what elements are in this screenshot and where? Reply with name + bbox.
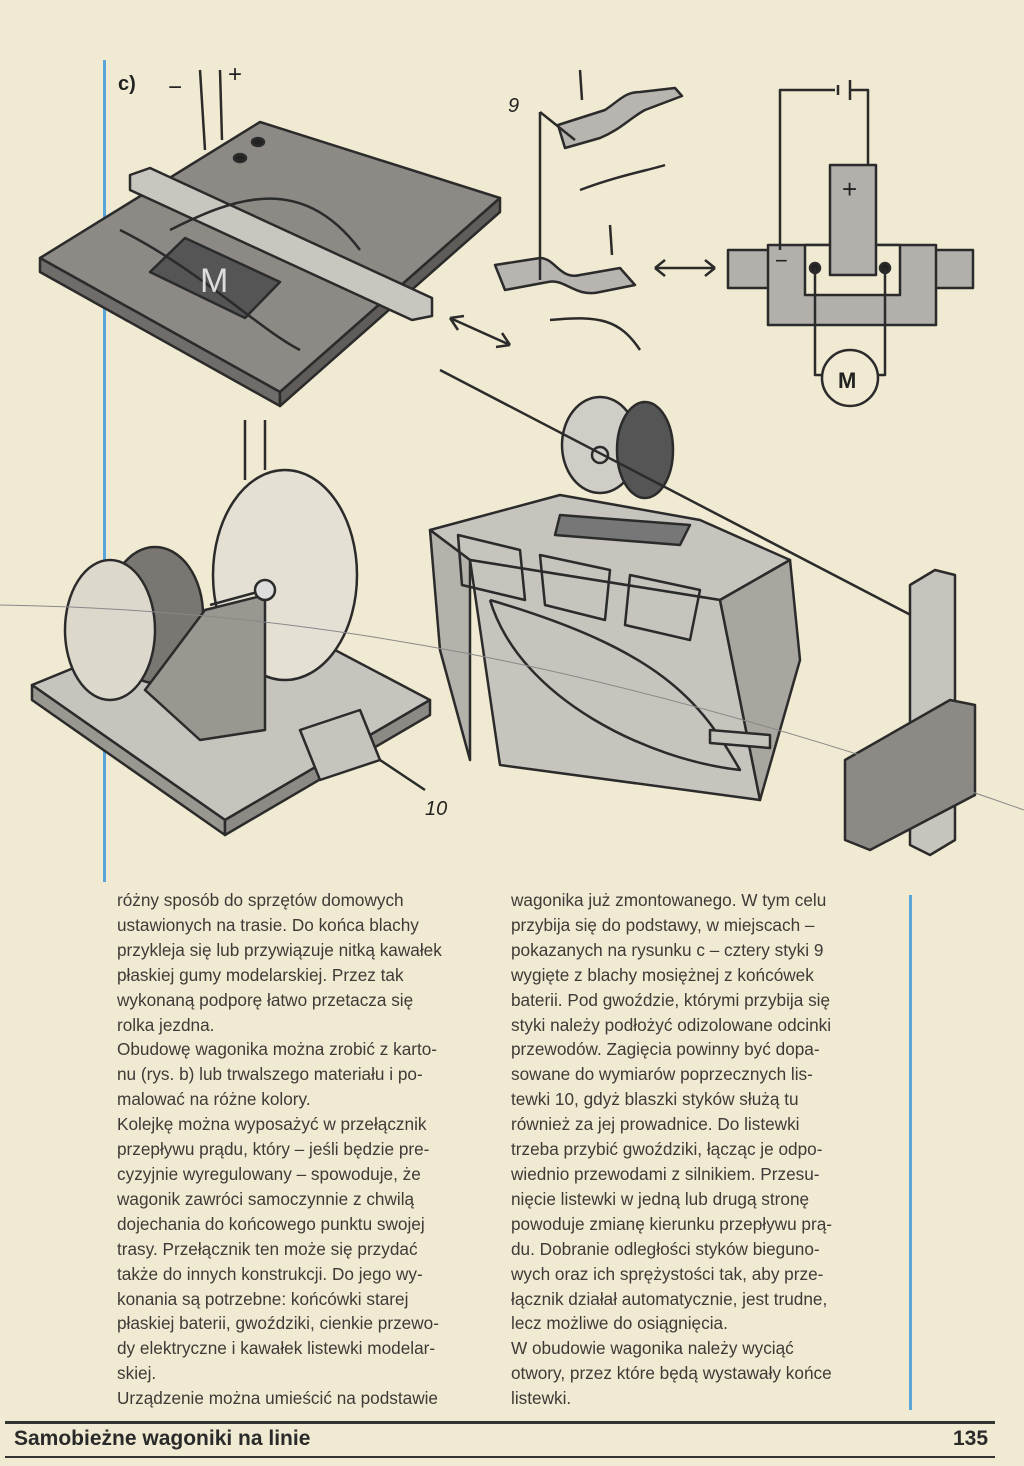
text-line: płaskiej baterii, gwoździki, cienkie prz… <box>117 1313 439 1334</box>
motor-box-label: M <box>200 262 228 300</box>
text-line: różny sposób do sprzętów domowych <box>117 890 404 910</box>
text-line: również za jej prowadnice. Do listewki <box>511 1114 800 1135</box>
text-line: listewki. <box>511 1388 572 1409</box>
margin-rule-bottom <box>909 895 912 1410</box>
text-line: styki należy podłożyć odizolowane odcink… <box>511 1014 832 1035</box>
text-line: powoduje zmianę kierunku przepływu prą- <box>511 1213 832 1234</box>
text-line: dojechania do końcowego punktu swojej <box>117 1213 425 1234</box>
battery-plus-label: + <box>842 174 857 204</box>
right-text-column: wagonika już zmontowanego. W tym celu pr… <box>511 888 832 1411</box>
switch-illustration: c) − + 9 10 M M + − <box>0 61 1024 857</box>
text-line: lecz możliwe do osiągnięcia. <box>511 1313 728 1334</box>
motor-base-drawing <box>0 420 1024 837</box>
text-line: ustawionych na trasie. Do końca blachy <box>117 914 419 935</box>
page-number: 135 <box>953 1427 989 1450</box>
text-line: przykleja się lub przywiązuje nitką kawa… <box>117 939 442 960</box>
text-line: wagonik zawróci samoczynnie z chwilą <box>117 1188 415 1209</box>
text-line: przepływu prądu, który – jeśli będzie pr… <box>117 1139 430 1160</box>
text-line: otwory, przez które będą wystawały końce <box>511 1363 832 1384</box>
text-line: trasy. Przełącznik ten może się przydać <box>117 1238 418 1259</box>
text-line: płaskiej gumy modelarskiej. Przez tak <box>117 964 404 985</box>
text-line: wygięte z blachy mosiężnej z końcówek <box>511 964 814 985</box>
double-arrow-right <box>654 259 716 277</box>
text-line: W obudowie wagonika należy wyciąć <box>511 1338 794 1359</box>
text-line: konania są potrzebne: końcówki starej <box>117 1288 409 1309</box>
wagon-drawing <box>428 368 977 857</box>
callout-10: 10 <box>425 798 447 820</box>
text-line: wych oraz ich sprężystości tak, aby prze… <box>511 1263 824 1284</box>
text-line: sowane do wymiarów poprzecznych lis- <box>511 1064 813 1085</box>
text-line: baterii. Pod gwoździe, którymi przybija … <box>511 989 831 1010</box>
text-line: wykonaną podporę łatwo przetacza się <box>117 989 414 1010</box>
text-line: także do innych konstrukcji. Do jego wy- <box>117 1263 423 1284</box>
text-line: nięcie listewki w jedną lub drugą stronę <box>511 1188 810 1209</box>
text-line: przewodów. Zagięcia powinny być dopa- <box>511 1039 820 1060</box>
contact-pieces-drawing <box>493 69 684 351</box>
minus-label: − <box>168 74 182 101</box>
text-line: cyzyjnie wyregulowany – spowoduje, że <box>117 1163 421 1184</box>
text-line: Kolejkę można wyposażyć w przełącznik <box>117 1114 427 1135</box>
text-line: nu (rys. b) lub trwalszego materiału i p… <box>117 1064 423 1085</box>
circuit-schematic <box>726 80 975 408</box>
footer-rule-top <box>5 1421 995 1424</box>
text-line: łącznik działał automatycznie, jest trud… <box>511 1288 828 1309</box>
switch-board-drawing <box>38 69 502 408</box>
text-line: dy elektryczne i kawałek listewki modela… <box>117 1338 436 1359</box>
panel-label-c: c) <box>118 73 136 95</box>
double-arrow-left <box>448 314 512 349</box>
text-line: rolka jezdna. <box>117 1014 215 1035</box>
left-text-column: różny sposób do sprzętów domowych ustawi… <box>117 888 442 1411</box>
footer-rule-bottom <box>5 1456 995 1458</box>
text-line: malować na różne kolory. <box>117 1089 311 1110</box>
text-line: wagonika już zmontowanego. W tym celu <box>511 890 827 910</box>
text-line: du. Dobranie odległości styków bieguno- <box>511 1238 820 1259</box>
text-line: Obudowę wagonika można zrobić z karto- <box>117 1039 438 1060</box>
text-line: tewki 10, gdyż blaszki styków służą tu <box>511 1089 799 1110</box>
text-line: trzeba przybić gwoździki, łącząc je odpo… <box>511 1139 823 1160</box>
text-line: skiej. <box>117 1363 157 1384</box>
chapter-title: Samobieżne wagoniki na linie <box>14 1427 311 1450</box>
text-line: przybija się do podstawy, w miejscach – <box>511 914 815 935</box>
motor-symbol-label: M <box>838 368 856 393</box>
callout-9: 9 <box>508 95 519 117</box>
plus-label: + <box>228 61 242 88</box>
text-line: wiednio przewodami z silnikiem. Przesu- <box>511 1163 820 1184</box>
margin-rule-top <box>103 60 106 882</box>
text-line: pokazanych na rysunku c – cztery styki 9 <box>511 939 824 960</box>
text-line: Urządzenie można umieścić na podstawie <box>117 1388 438 1409</box>
battery-minus-label: − <box>775 248 788 273</box>
